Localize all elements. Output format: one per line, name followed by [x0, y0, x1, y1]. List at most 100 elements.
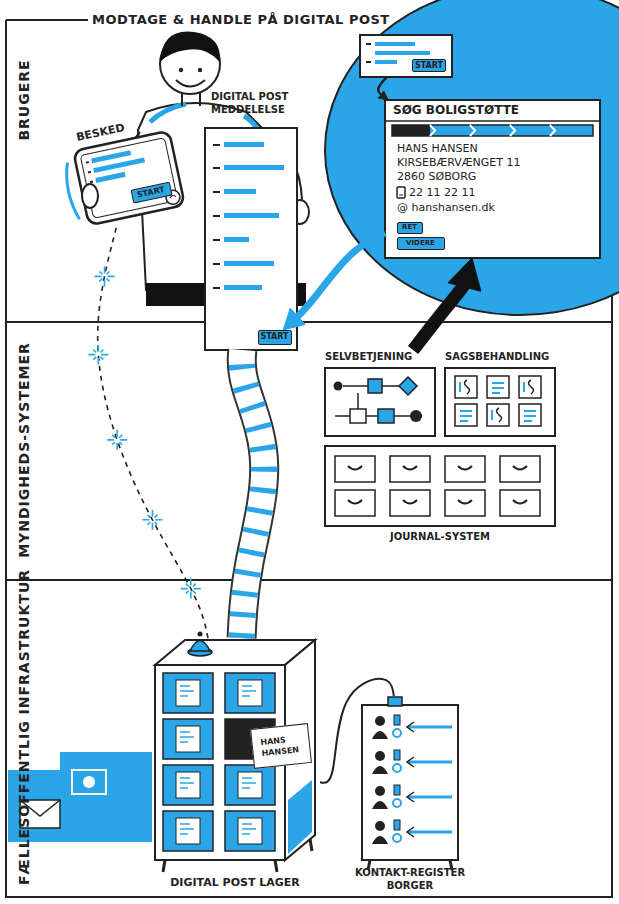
mail-storage-cabinet — [225, 765, 275, 805]
swimlane-band: SELVBETJENINGSAGSBEHANDLINGJOURNAL-SYSTE… — [6, 322, 613, 580]
form-button: RET — [397, 222, 423, 234]
case-handling-panel — [455, 376, 477, 398]
letter-sheet — [213, 145, 220, 288]
node-label: START — [412, 59, 446, 72]
case-handling-system: SAGSBEHANDLING — [445, 350, 555, 436]
person-figure — [150, 104, 186, 122]
page-frame — [6, 20, 612, 897]
connector-line — [294, 233, 385, 320]
thin-connector — [378, 77, 388, 100]
node-label: MYNDIGHEDS-SYSTEMER — [15, 330, 33, 570]
node-label: HANS HANSEN — [260, 733, 304, 759]
connector-line — [320, 679, 394, 783]
case-handling-panel — [445, 368, 555, 436]
tube-connector — [242, 350, 265, 638]
node-label: KONTAKT-REGISTER BORGER — [345, 866, 475, 892]
journal-system: JOURNAL-SYSTEM — [325, 446, 555, 546]
start-screen — [375, 60, 397, 64]
phone-device — [86, 162, 93, 182]
person-figure — [198, 68, 202, 72]
letter-sheet — [224, 189, 256, 194]
arrow-head — [448, 258, 481, 291]
page-frame — [6, 321, 612, 323]
letter-sheet — [224, 142, 264, 147]
self-service-panel — [368, 379, 382, 393]
person-figure — [176, 80, 205, 87]
node-label: JOURNAL-SYSTEM — [325, 530, 555, 543]
letter-sheet — [205, 128, 297, 350]
application-form — [385, 100, 600, 258]
contact-register-cabinet — [388, 697, 402, 706]
person-figure — [179, 68, 183, 72]
mail-storage-cabinet — [155, 632, 315, 873]
node-label: START — [259, 331, 290, 343]
mail-storage-cabinet — [225, 811, 275, 851]
page-frame — [6, 579, 612, 581]
tube-body — [242, 350, 265, 638]
letter-envelope: HANS HANSEN — [250, 723, 312, 769]
case-handling-panel — [519, 404, 541, 426]
node-label: BESKED — [75, 117, 146, 145]
application-form — [392, 125, 430, 136]
mail-storage-cabinet — [163, 811, 213, 851]
self-service-panel — [399, 377, 417, 395]
case-handling-panel — [487, 404, 509, 426]
tube-spiral — [242, 350, 265, 638]
mail-storage-cabinet — [225, 673, 275, 713]
signal-sparkle — [95, 266, 115, 286]
page-frame — [6, 19, 88, 21]
node-label: SELVBETJENING — [325, 350, 445, 363]
phone-device — [80, 138, 177, 218]
letter-sheet — [224, 213, 279, 218]
start-button: START — [131, 182, 173, 204]
case-handling-panel — [445, 368, 555, 436]
digital-post-storage: HANS HANSENDIGITAL POST LAGER — [150, 638, 320, 895]
self-service-panel — [325, 368, 435, 436]
journal-panel — [390, 490, 430, 516]
hand — [82, 184, 98, 208]
journal-panel — [500, 456, 540, 482]
contact-register-cabinet — [372, 785, 452, 809]
phone-device — [63, 162, 80, 220]
floor-area — [83, 776, 95, 788]
swimlane-band: STARTBESKEDSTARTDIGITAL POST MEDDELELSES… — [6, 8, 613, 322]
arrow-head — [283, 308, 305, 330]
journal-panel — [445, 490, 485, 516]
journal-panel — [335, 456, 375, 482]
signal-sparkle — [107, 430, 127, 450]
self-service-system: SELVBETJENING — [325, 350, 435, 436]
application-form — [385, 120, 600, 122]
self-service-panel — [325, 368, 435, 436]
phone-device — [91, 150, 131, 163]
signal-sparkle — [142, 510, 162, 530]
journal-panel — [325, 446, 555, 526]
page-frame — [6, 20, 612, 897]
journal-panel — [390, 456, 430, 482]
phone-device — [93, 157, 145, 173]
node-text: @ hanshansen.dk — [397, 201, 587, 215]
magnifier-lens — [325, 0, 619, 315]
signal-sparkle — [181, 579, 201, 599]
start-screen — [360, 35, 452, 77]
node-label: SAGSBEHANDLING — [445, 350, 565, 363]
application-form — [430, 125, 555, 136]
mail-storage-cabinet — [163, 673, 213, 713]
cable-connector — [320, 679, 394, 783]
node-text: KIRSEBÆRVÆNGET 11 — [397, 156, 587, 170]
self-service-panel — [334, 382, 343, 391]
letter-sheet — [205, 128, 297, 350]
application-form — [397, 187, 405, 198]
start-button: START — [258, 330, 292, 345]
mail-storage-cabinet — [163, 719, 213, 759]
mail-storage-cabinet — [163, 765, 213, 805]
digital-post-letter: STARTDIGITAL POST MEDDELELSE — [205, 128, 297, 350]
contact-register-cabinet — [362, 705, 458, 860]
node-label: SØG BOLIGSTØTTE — [393, 103, 593, 118]
blue-connector — [283, 233, 385, 330]
contact-register-cabinet — [372, 820, 452, 844]
diagram-title: MODTAGE & HANDLE PÅ DIGITAL POST — [92, 12, 390, 27]
application-form — [392, 125, 593, 136]
contact-register-cabinet — [362, 697, 458, 870]
